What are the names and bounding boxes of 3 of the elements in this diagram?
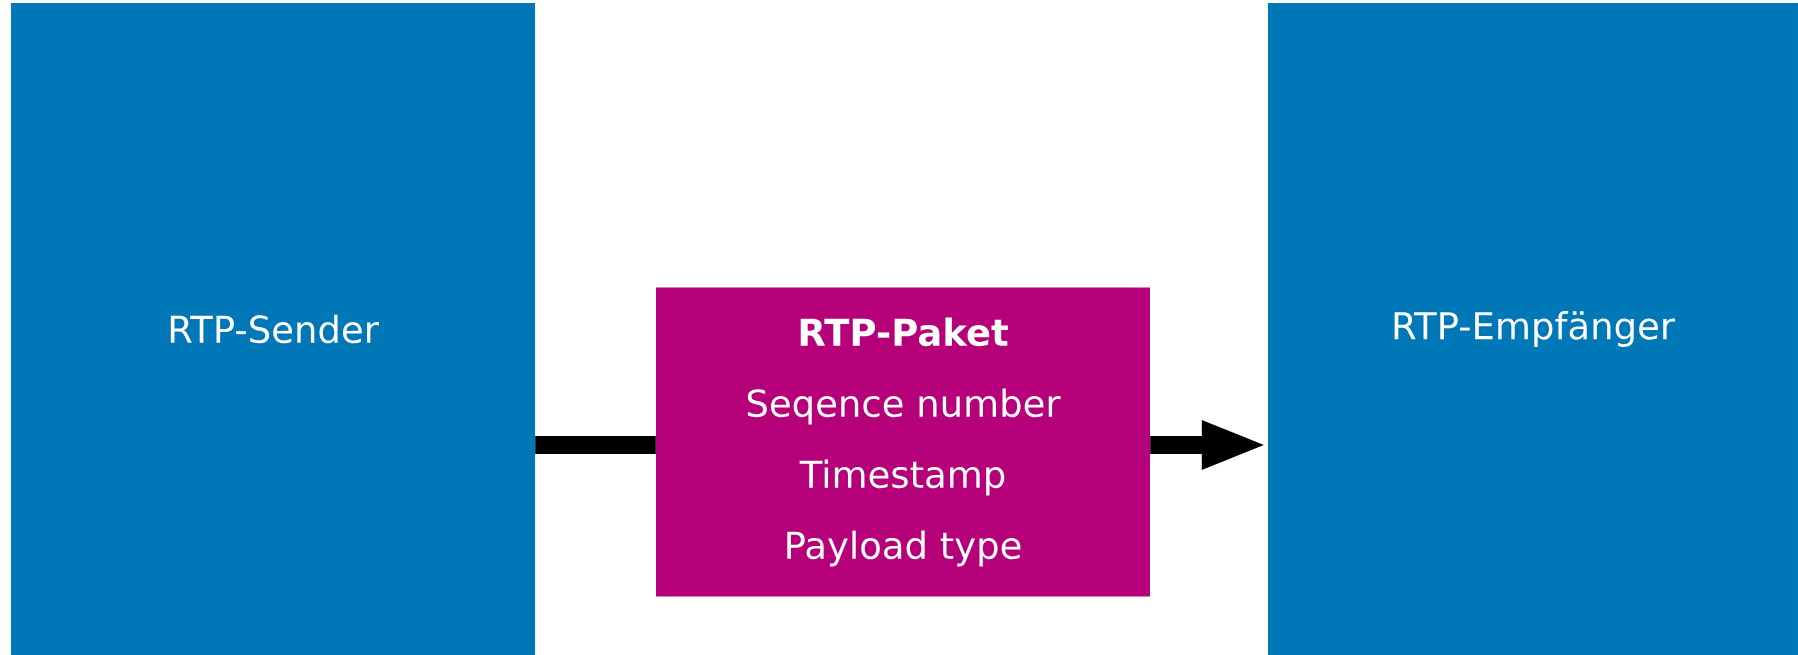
sender-box: RTP-Sender <box>11 3 535 655</box>
receiver-box: RTP-Empfänger <box>1268 3 1798 655</box>
packet-box: RTP-Paket Seqence number Timestamp Payload type <box>656 287 1150 597</box>
